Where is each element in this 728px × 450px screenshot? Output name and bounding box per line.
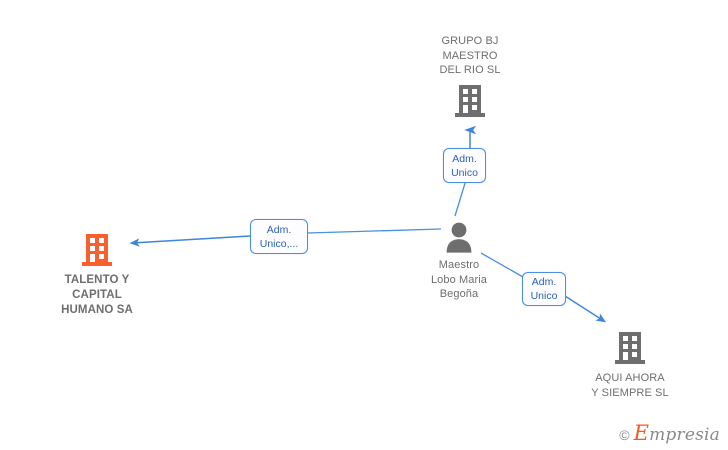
node-aqui-ahora-y-siempre[interactable]: AQUI AHORA Y SIEMPRE SL xyxy=(555,330,705,400)
node-maestro-lobo-maria-begona[interactable]: Maestro Lobo Maria Begoña xyxy=(384,221,534,302)
relation-label-line-2: Unico xyxy=(530,290,558,302)
relation-label-line-1: Adm. xyxy=(266,223,292,236)
node-grupo-bj[interactable]: GRUPO BJ MAESTRO DEL RIO SL xyxy=(395,34,545,119)
relation-label-grupo-bj[interactable]: Adm. Unico xyxy=(443,148,486,183)
building-icon xyxy=(613,330,647,366)
building-icon xyxy=(80,232,114,268)
relation-label-aqui-ahora[interactable]: Adm. Unico xyxy=(522,272,566,306)
relation-label-line-2: Unico,... xyxy=(259,237,299,250)
relation-label-line-2: Unico xyxy=(451,166,478,179)
node-talento-capital-humano[interactable]: TALENTO Y CAPITAL HUMANO SA xyxy=(22,232,172,318)
empresia-watermark: © Empresia xyxy=(619,423,720,445)
relation-label-line-1: Adm. xyxy=(452,152,477,165)
node-label-aqui-ahora-y-siempre: AQUI AHORA Y SIEMPRE SL xyxy=(591,372,669,399)
node-label-talento-capital-humano: TALENTO Y CAPITAL HUMANO SA xyxy=(61,274,133,316)
brand-logo-text: mpresia xyxy=(649,425,720,445)
node-label-maestro-lobo-maria-begona: Maestro Lobo Maria Begoña xyxy=(430,259,488,300)
brand-logo: Empresia xyxy=(634,423,720,445)
brand-logo-capital: E xyxy=(633,421,650,445)
node-label-grupo-bj: GRUPO BJ MAESTRO DEL RIO SL xyxy=(439,35,501,76)
person-icon xyxy=(444,221,474,253)
building-icon xyxy=(453,83,487,119)
relation-label-line-1: Adm. xyxy=(531,276,557,288)
relation-label-talento[interactable]: Adm. Unico,... xyxy=(250,219,308,254)
copyright-icon: © xyxy=(619,426,630,443)
